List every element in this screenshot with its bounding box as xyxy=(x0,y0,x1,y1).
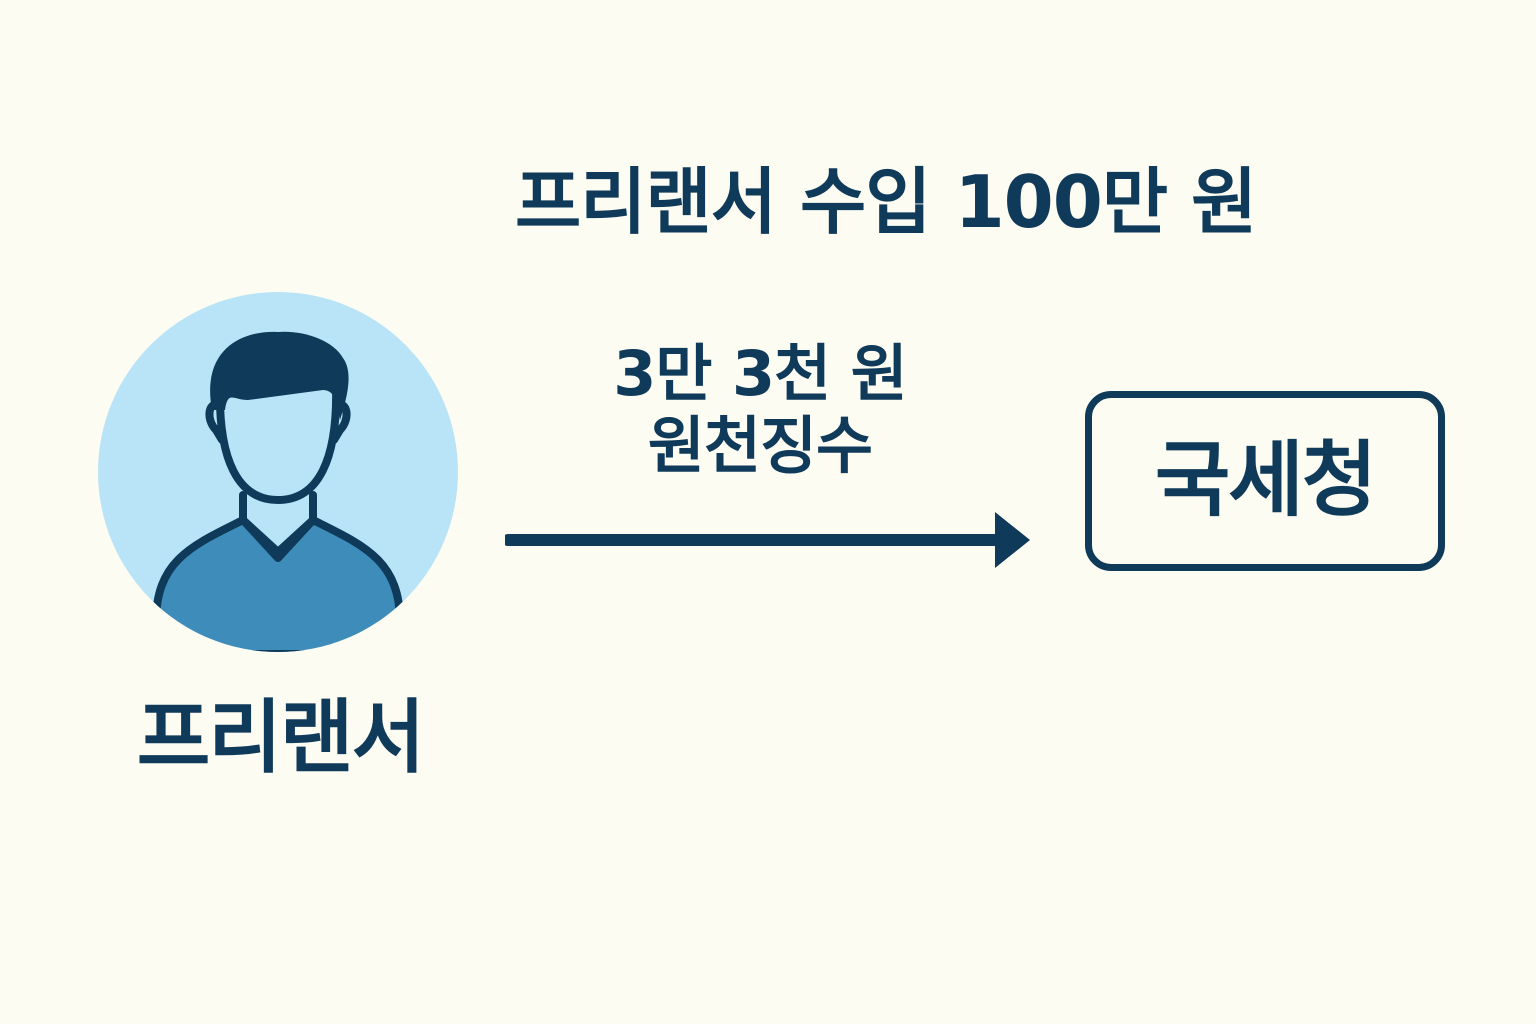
withholding-amount: 3만 3천 원 xyxy=(613,337,908,410)
income-title: 프리랜서 수입 100만 원 xyxy=(515,160,1257,244)
person-label: 프리랜서 xyxy=(136,691,425,784)
tax-office-box: 국세청 xyxy=(1085,391,1445,571)
person-icon xyxy=(98,292,458,652)
withholding-label: 3만 3천 원 원천징수 xyxy=(560,338,960,482)
withholding-description: 원천징수 xyxy=(647,409,873,482)
tax-office-label: 국세청 xyxy=(1154,433,1377,528)
arrow-right-icon xyxy=(505,512,1030,568)
